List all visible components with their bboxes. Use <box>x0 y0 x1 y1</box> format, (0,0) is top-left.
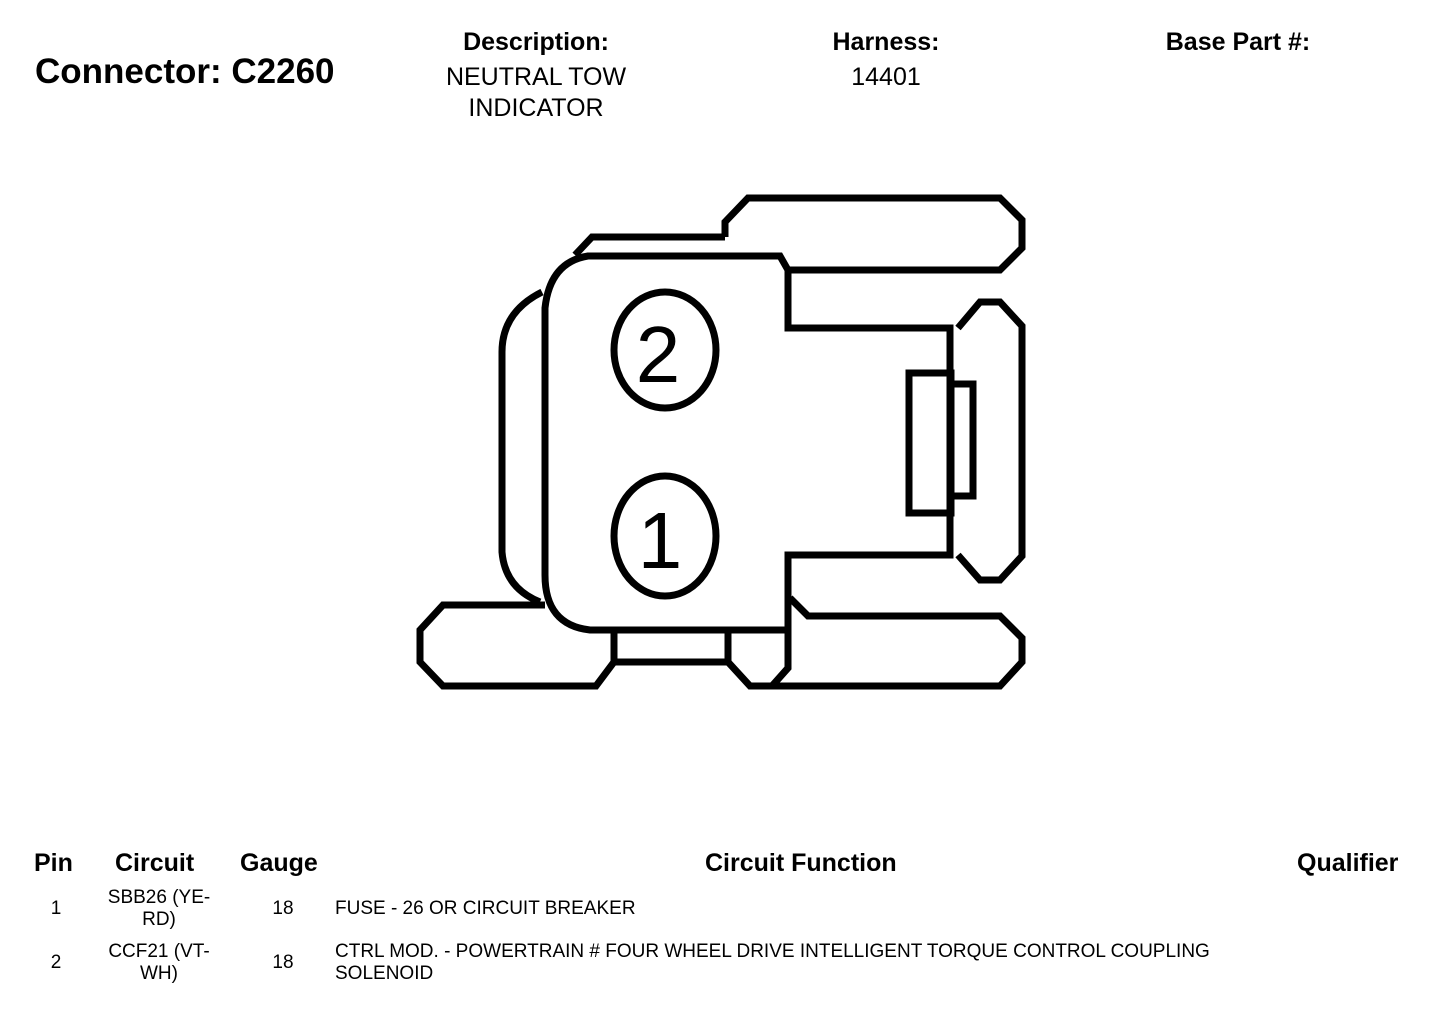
row-2-gauge: 18 <box>272 952 294 973</box>
pin-label-2: 2 <box>636 310 681 399</box>
base-part-block: Base Part #: <box>1128 26 1348 62</box>
right-latch-outline <box>955 298 1026 584</box>
row-1-circuit: SBB26 (YE-RD) <box>107 887 211 930</box>
description-label: Description: <box>463 28 609 56</box>
harness-block: Harness: 14401 <box>786 26 986 93</box>
row-1-function: FUSE - 26 OR CIRCUIT BREAKER <box>335 898 636 919</box>
description-value: NEUTRAL TOW INDICATOR <box>445 63 627 122</box>
bottom-bridge <box>614 630 732 666</box>
description-block: Description: NEUTRAL TOW INDICATOR <box>406 26 666 124</box>
base-part-label: Base Part #: <box>1165 28 1311 56</box>
latch-window-inner <box>947 380 977 500</box>
upper-step-outline <box>572 233 725 258</box>
row-2-circuit: CCF21 (VT-WH) <box>108 941 210 984</box>
bottom-right-tab <box>725 595 1026 690</box>
bottom-right-tab-inner <box>769 630 792 689</box>
harness-label: Harness: <box>832 28 940 56</box>
pin-cavity-1 <box>610 472 720 600</box>
col-header-qualifier: Qualifier <box>1297 849 1399 877</box>
col-header-circuit-function: Circuit Function <box>705 849 897 877</box>
connector-title: Connector: C2260 <box>35 52 335 91</box>
pin-label-1: 1 <box>638 496 683 585</box>
col-header-gauge: Gauge <box>240 849 318 877</box>
harness-value: 14401 <box>851 63 921 91</box>
row-1-pin: 1 <box>50 898 62 919</box>
row-2-function: CTRL MOD. - POWERTRAIN # FOUR WHEEL DRIV… <box>335 941 1210 984</box>
row-1-gauge: 18 <box>272 898 294 919</box>
pin-cavity-2 <box>610 288 720 412</box>
bottom-left-tab <box>416 601 618 690</box>
col-header-pin: Pin <box>34 849 73 877</box>
row-2-pin: 2 <box>50 952 62 973</box>
top-latch-tab <box>721 194 1026 274</box>
left-flange-outline <box>498 288 544 606</box>
col-header-circuit: Circuit <box>115 849 195 877</box>
connector-body-outline <box>541 252 954 634</box>
latch-window <box>905 369 955 517</box>
